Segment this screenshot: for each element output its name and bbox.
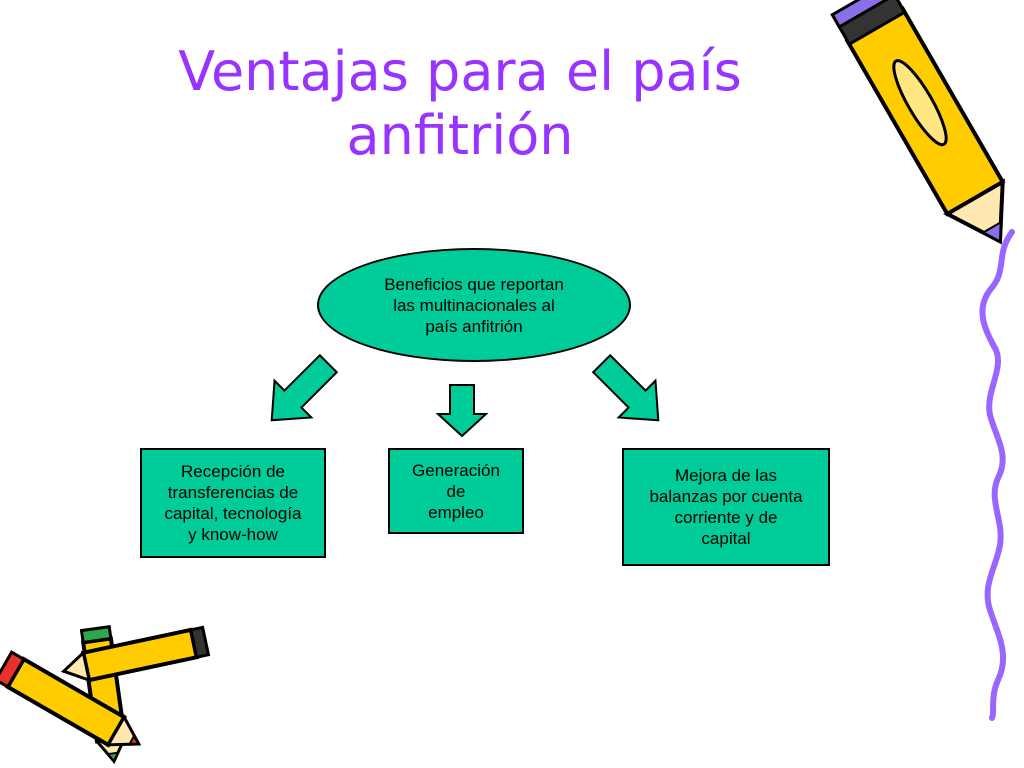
arrow-left bbox=[270, 353, 339, 422]
node-text: y know-how bbox=[188, 525, 278, 544]
node-text: capital bbox=[701, 529, 751, 548]
page-title: Ventajas para el país anfitrión bbox=[100, 40, 820, 168]
node-text: de bbox=[446, 481, 466, 501]
node-text: Mejora de las bbox=[674, 466, 778, 485]
right-node: Mejora de las balanzas por cuenta corrie… bbox=[622, 448, 830, 566]
node-text: transferencias de bbox=[167, 483, 299, 502]
node-text: corriente y de bbox=[674, 508, 778, 527]
node-text: las multinacionales al bbox=[393, 295, 555, 315]
title-line: Ventajas para el país bbox=[178, 40, 742, 103]
left-node: Recepción de transferencias de capital, … bbox=[140, 448, 326, 558]
pencil-icon bbox=[0, 650, 142, 748]
middle-node: Generación de empleo bbox=[388, 448, 524, 534]
node-text: empleo bbox=[428, 502, 484, 522]
pencil-icon bbox=[830, 0, 1006, 245]
node-text: balanzas por cuenta bbox=[649, 487, 803, 506]
title-line: anfitrión bbox=[346, 104, 574, 167]
node-text: Beneficios que reportan bbox=[384, 274, 564, 294]
node-text: capital, tecnología bbox=[164, 504, 302, 523]
wavy-border-line bbox=[979, 229, 1015, 721]
center-node: Beneficios que reportan las multinaciona… bbox=[317, 248, 631, 362]
node-text: país anfitrión bbox=[425, 316, 523, 336]
arrow-down bbox=[435, 384, 489, 438]
node-text: Recepción de bbox=[181, 462, 285, 481]
arrow-right bbox=[591, 353, 660, 422]
node-text: Generación bbox=[412, 460, 500, 480]
pencil-icon bbox=[60, 625, 211, 683]
